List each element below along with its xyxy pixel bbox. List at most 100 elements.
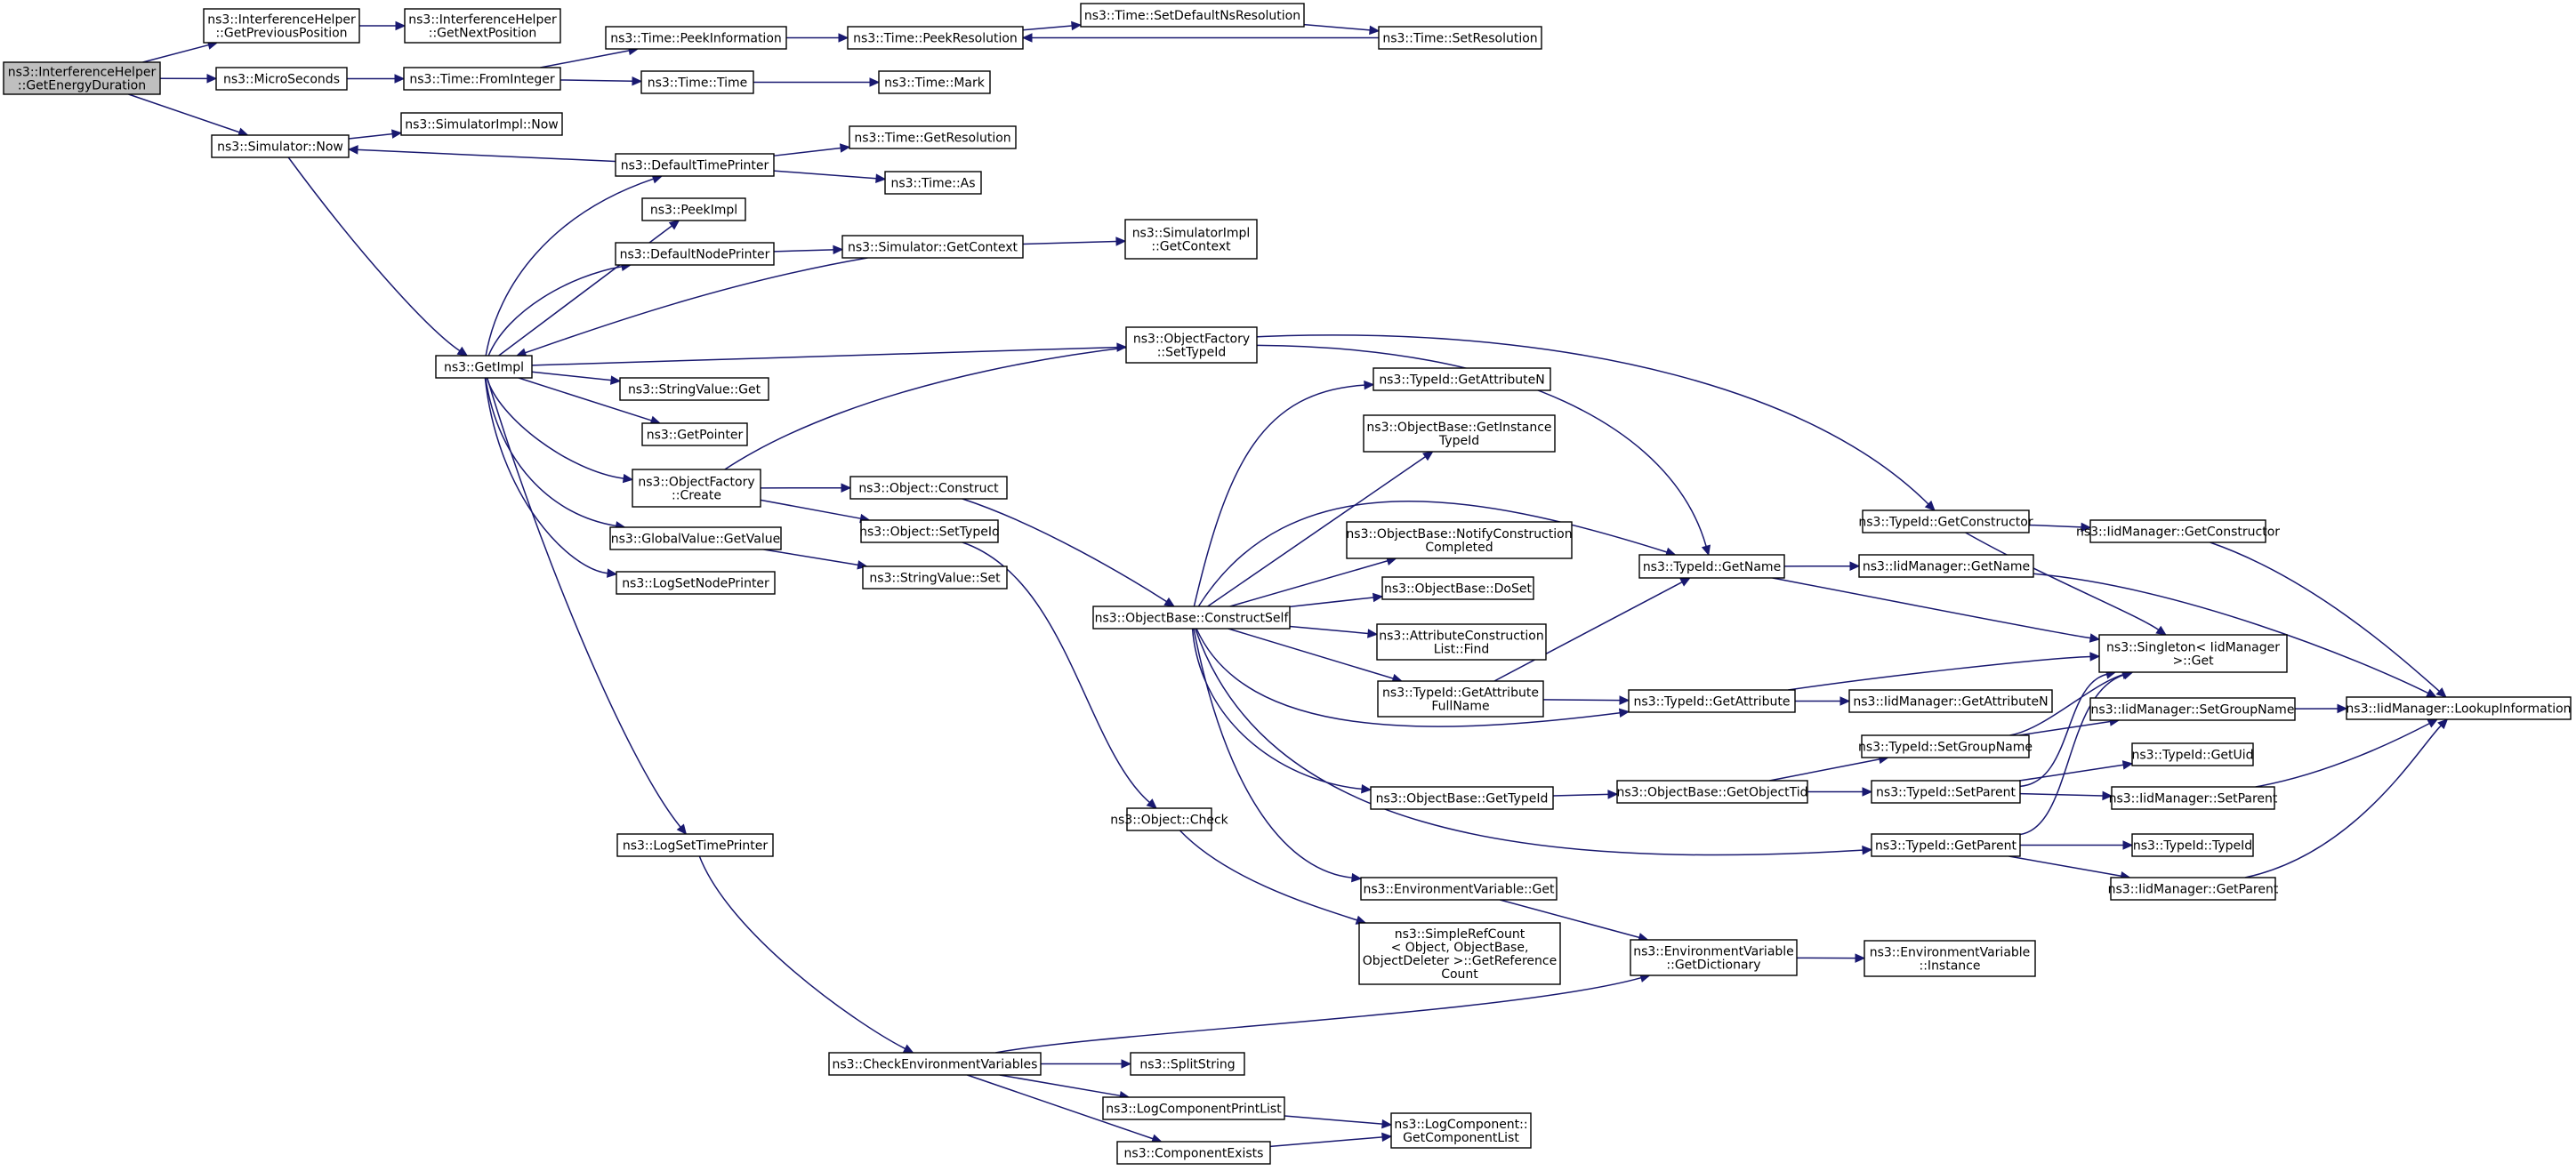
node-label: ns3::TypeId::TypeId: [2133, 839, 2252, 854]
edge-peekres-to-setdefns: [1022, 20, 1083, 31]
node-gvgetvalue[interactable]: ns3::GlobalValue::GetValue: [609, 526, 782, 550]
node-simimplgetctx[interactable]: ns3::SimulatorImpl::GetContext: [1124, 219, 1258, 260]
node-strvalset[interactable]: ns3::StringValue::Set: [862, 565, 1008, 590]
node-tidtypeid[interactable]: ns3::TypeId::TypeId: [2131, 833, 2254, 857]
node-tidgetname[interactable]: ns3::TypeId::GetName: [1638, 554, 1785, 579]
node-label: ns3::CheckEnvironmentVariables: [833, 1058, 1038, 1072]
edge-getimpl-to-peekimpl: [498, 220, 680, 357]
node-box: [847, 26, 1024, 50]
node-box: [2346, 696, 2572, 720]
node-setdefns[interactable]: ns3::Time::SetDefaultNsResolution: [1080, 3, 1305, 28]
node-peekimpl[interactable]: ns3::PeekImpl: [641, 197, 746, 221]
node-label: ns3::Simulator::Now: [217, 140, 343, 155]
node-iidsetgroupname[interactable]: ns3::IidManager::SetGroupName: [2089, 697, 2296, 721]
node-defnodeprinter[interactable]: ns3::DefaultNodePrinter: [615, 242, 775, 266]
node-nextpos[interactable]: ns3::InterferenceHelper::GetNextPosition: [404, 8, 561, 44]
node-label: ns3::GetPointer: [647, 429, 744, 443]
node-envgetdict[interactable]: ns3::EnvironmentVariable::GetDictionary: [1630, 939, 1798, 976]
node-label: ns3::SplitString: [1139, 1058, 1235, 1072]
node-box: [615, 242, 775, 266]
node-obdoset[interactable]: ns3::ObjectBase::DoSet: [1381, 576, 1534, 600]
edge-obconstructself-to-tidgetparent: [1195, 628, 1873, 856]
node-box: [1102, 1096, 1285, 1120]
node-timegetres[interactable]: ns3::Time::GetResolution: [849, 125, 1017, 149]
node-iidgetname[interactable]: ns3::IidManager::GetName: [1858, 554, 2034, 578]
node-simnow[interactable]: ns3::Simulator::Now: [211, 134, 350, 158]
edge-compexists-to-logcompgetlist: [1269, 1132, 1393, 1148]
node-timetime[interactable]: ns3::Time::Time: [640, 70, 754, 94]
node-label: ns3::IidManager::SetGroupName: [2091, 703, 2295, 718]
node-microsec[interactable]: ns3::MicroSeconds: [215, 67, 348, 91]
edge-getimpl-to-gvgetvalue: [485, 377, 626, 531]
node-label: ns3::TypeId::SetParent: [1876, 786, 2016, 800]
node-obconstructself[interactable]: ns3::ObjectBase::ConstructSelf: [1092, 606, 1291, 630]
node-objconstruct[interactable]: ns3::Object::Construct: [849, 476, 1008, 500]
node-tidsetgroupname[interactable]: ns3::TypeId::SetGroupName: [1858, 734, 2033, 758]
node-envget[interactable]: ns3::EnvironmentVariable::Get: [1360, 877, 1558, 901]
node-objsettypeid[interactable]: ns3::Object::SetTypeId: [859, 519, 1000, 543]
node-obgetobjtid[interactable]: ns3::ObjectBase::GetObjectTid: [1616, 780, 1808, 804]
node-tidgetuid[interactable]: ns3::TypeId::GetUid: [2131, 742, 2254, 766]
node-simgetctx[interactable]: ns3::Simulator::GetContext: [841, 235, 1024, 259]
node-tidgetconstructor[interactable]: ns3::TypeId::GetConstructor: [1858, 509, 2033, 533]
node-logsetnodeprinter[interactable]: ns3::LogSetNodePrinter: [616, 571, 776, 595]
node-root[interactable]: ns3::InterferenceHelper::GetEnergyDurati…: [3, 61, 161, 95]
node-label: ns3::TypeId::GetUid: [2131, 749, 2253, 763]
node-iidlookup[interactable]: ns3::IidManager::LookupInformation: [2346, 696, 2572, 720]
node-peekinfo[interactable]: ns3::Time::PeekInformation: [605, 26, 787, 50]
node-iidgetconstructor[interactable]: ns3::IidManager::GetConstructor: [2076, 519, 2280, 543]
node-label: ns3::AttributeConstruction: [1379, 630, 1543, 644]
node-checkenv[interactable]: ns3::CheckEnvironmentVariables: [828, 1052, 1042, 1076]
node-obnotify[interactable]: ns3::ObjectBase::NotifyConstructionCompl…: [1346, 521, 1573, 559]
node-label: ns3::StringValue::Get: [628, 383, 761, 397]
node-tidgetattrn[interactable]: ns3::TypeId::GetAttributeN: [1373, 367, 1551, 391]
edge-setres-to-peekres: [1021, 33, 1379, 43]
node-compexists[interactable]: ns3::ComponentExists: [1116, 1141, 1271, 1165]
node-iidgetparent[interactable]: ns3::IidManager::GetParent: [2108, 877, 2279, 901]
node-splitstring[interactable]: ns3::SplitString: [1130, 1052, 1245, 1076]
node-deftimeprinter[interactable]: ns3::DefaultTimePrinter: [615, 153, 775, 177]
node-label: List::Find: [1434, 643, 1490, 657]
node-tidsetparent[interactable]: ns3::TypeId::SetParent: [1871, 780, 2021, 804]
node-setres[interactable]: ns3::Time::SetResolution: [1378, 26, 1542, 50]
node-getpointer[interactable]: ns3::GetPointer: [641, 422, 748, 446]
node-objcheck[interactable]: ns3::Object::Check: [1110, 807, 1229, 831]
node-box: [1862, 509, 2030, 533]
node-envinstance[interactable]: ns3::EnvironmentVariable::Instance: [1864, 940, 2036, 977]
node-box: [841, 235, 1024, 259]
node-prevpos[interactable]: ns3::InterferenceHelper::GetPreviousPosi…: [203, 8, 360, 44]
node-simplerefcount[interactable]: ns3::SimpleRefCount< Object, ObjectBase,…: [1358, 922, 1561, 985]
node-timeas[interactable]: ns3::Time::As: [884, 171, 982, 195]
node-logcompprintlist[interactable]: ns3::LogComponentPrintList: [1102, 1096, 1285, 1120]
node-tidgetattr[interactable]: ns3::TypeId::GetAttribute: [1628, 689, 1796, 713]
node-obgettypeid[interactable]: ns3::ObjectBase::GetTypeId: [1370, 786, 1554, 810]
node-peekres[interactable]: ns3::Time::PeekResolution: [847, 26, 1024, 50]
node-frominteger[interactable]: ns3::Time::FromInteger: [403, 67, 561, 91]
node-label: ns3::Time::Mark: [884, 76, 986, 91]
node-label: ns3::Object::Construct: [858, 482, 999, 496]
node-box: [615, 153, 775, 177]
edge-tidgetparent-to-iidgetparent: [2008, 855, 2131, 881]
node-iidgetattrn[interactable]: ns3::IidManager::GetAttributeN: [1848, 689, 2053, 713]
node-label: Count: [1441, 967, 1478, 982]
node-logsettimeprinter[interactable]: ns3::LogSetTimePrinter: [616, 833, 774, 857]
node-simimplnow[interactable]: ns3::SimulatorImpl::Now: [400, 112, 563, 136]
node-label: GetComponentList: [1403, 1131, 1519, 1145]
node-timemark[interactable]: ns3::Time::Mark: [878, 70, 991, 94]
node-box: [1373, 367, 1551, 391]
node-ofcreate[interactable]: ns3::ObjectFactory::Create: [632, 469, 761, 508]
node-strvalget[interactable]: ns3::StringValue::Get: [619, 377, 769, 401]
node-getimpl[interactable]: ns3::GetImpl: [435, 355, 533, 379]
node-iidsetparent[interactable]: ns3::IidManager::SetParent: [2109, 786, 2278, 810]
edge-simgetctx-to-simimplgetctx: [1022, 237, 1127, 246]
node-ofsettypeid[interactable]: ns3::ObjectFactory::SetTypeId: [1125, 326, 1258, 364]
node-singletonget[interactable]: ns3::Singleton< IidManager>::Get: [2098, 634, 2288, 673]
node-label: ns3::Object::Check: [1110, 814, 1228, 828]
node-logcompgetlist[interactable]: ns3::LogComponent::GetComponentList: [1390, 1112, 1532, 1149]
node-box: [1092, 606, 1291, 630]
node-tidgetparent[interactable]: ns3::TypeId::GetParent: [1871, 833, 2021, 857]
